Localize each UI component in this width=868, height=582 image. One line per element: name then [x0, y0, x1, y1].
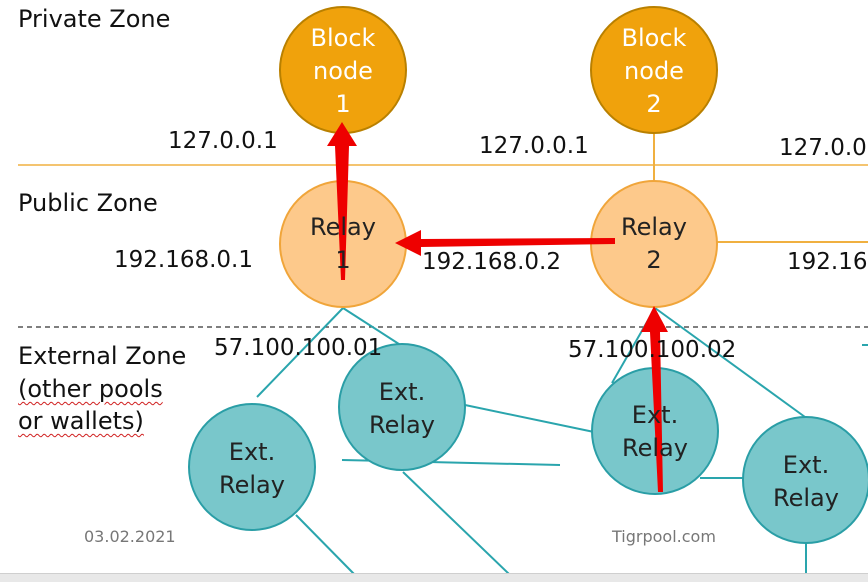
red-arrows [327, 122, 668, 492]
ext-relay-b-label: Ext.Relay [369, 378, 435, 439]
ip-lan-2: 192.168.0.2 [422, 249, 561, 275]
ext-relay-b [338, 343, 466, 471]
ext-relay-c-label: Ext.Relay [622, 401, 688, 462]
ext-relay-a-label: Ext.Relay [219, 438, 285, 499]
window-bottom-bar [0, 573, 868, 582]
external-zone-label-line2: (other pools [18, 375, 163, 403]
ip-public-1: 57.100.100.01 [214, 335, 383, 361]
footer-date: 03.02.2021 [84, 527, 176, 546]
footer-site: Tigrpool.com [612, 527, 716, 546]
public-zone-label: Public Zone [18, 189, 158, 217]
external-zone-label-line3: or wallets) [18, 407, 144, 435]
ext-relay-d-label: Ext.Relay [773, 451, 839, 512]
ip-loopback-1: 127.0.0.1 [168, 128, 278, 154]
ip-public-2: 57.100.100.02 [568, 337, 737, 363]
ext-relay-d [742, 416, 868, 544]
arrow-relay2-to-relay1 [395, 230, 615, 256]
arrow-relay1-to-block1 [327, 122, 357, 280]
block-node-2 [590, 6, 718, 134]
ip-loopback-3: 127.0.0 [779, 135, 867, 161]
arrow-ext-to-relay2 [641, 306, 668, 492]
ip-loopback-2: 127.0.0.1 [479, 133, 589, 159]
private-zone-label: Private Zone [18, 5, 171, 33]
ext-relay-a [188, 403, 316, 531]
ip-lan-3: 192.16 [787, 249, 868, 275]
ip-lan-1: 192.168.0.1 [114, 247, 253, 273]
external-zone-label: External Zone [18, 342, 187, 370]
